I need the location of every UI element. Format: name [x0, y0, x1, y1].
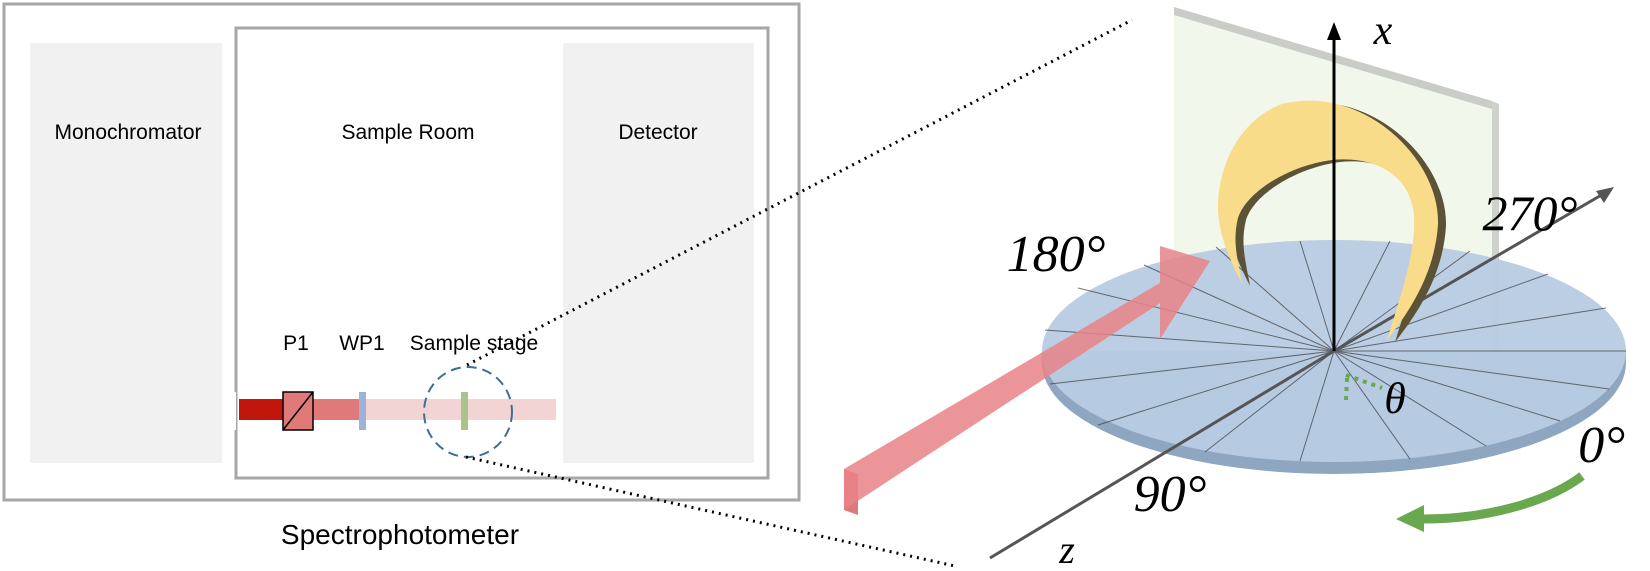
- sample-stage-3d: x z 180° 270° 90° 0° θ: [844, 7, 1626, 571]
- wave-plate-wp1: [359, 392, 366, 430]
- angle-theta-arc: [1345, 373, 1383, 390]
- detector-panel: [563, 43, 754, 463]
- spectrophotometer-caption: Spectrophotometer: [281, 519, 519, 550]
- angle-theta-arc-2: [1344, 377, 1349, 401]
- angle-theta-label: θ: [1384, 374, 1406, 423]
- angle-90-label: 90°: [1134, 466, 1207, 523]
- spectrophotometer-frame: [2, 2, 801, 502]
- axis-270-direction: [1333, 188, 1611, 353]
- spectrophotometer-schematic: Monochromator Sample Room Detector P1 WP…: [2, 2, 801, 550]
- laser-beam-3d: [844, 246, 1210, 510]
- beam-port-left: [222, 392, 236, 430]
- laser-beam-dark: [239, 399, 283, 420]
- angle-0-label: 0°: [1578, 417, 1625, 474]
- monochromator-panel: [30, 43, 222, 463]
- detector-label: Detector: [618, 121, 697, 144]
- monochromator-label: Monochromator: [54, 121, 201, 144]
- x-axis-label: x: [1373, 8, 1393, 54]
- rotation-arrow: [1417, 472, 1585, 524]
- polarizer-p1: [282, 391, 314, 431]
- x-axis-arrowhead: [1327, 22, 1341, 40]
- crescent-sample: [1217, 100, 1439, 341]
- sample-room-frame: [234, 26, 770, 480]
- rotation-arrowhead: [1396, 505, 1424, 532]
- z-axis: [989, 349, 1335, 560]
- zoom-line-top: [466, 18, 1133, 367]
- wp1-label: WP1: [339, 332, 385, 355]
- sample-room-label: Sample Room: [341, 121, 474, 144]
- p1-label: P1: [283, 332, 309, 355]
- axis-270-arrowhead: [1596, 187, 1614, 203]
- sample-marker: [461, 392, 468, 430]
- angle-270-label: 270°: [1483, 185, 1578, 241]
- laser-beam-light: [361, 399, 556, 420]
- angle-180-label: 180°: [1007, 226, 1106, 283]
- z-axis-label: z: [1058, 527, 1075, 571]
- sample-stage-label: Sample stage: [410, 332, 538, 355]
